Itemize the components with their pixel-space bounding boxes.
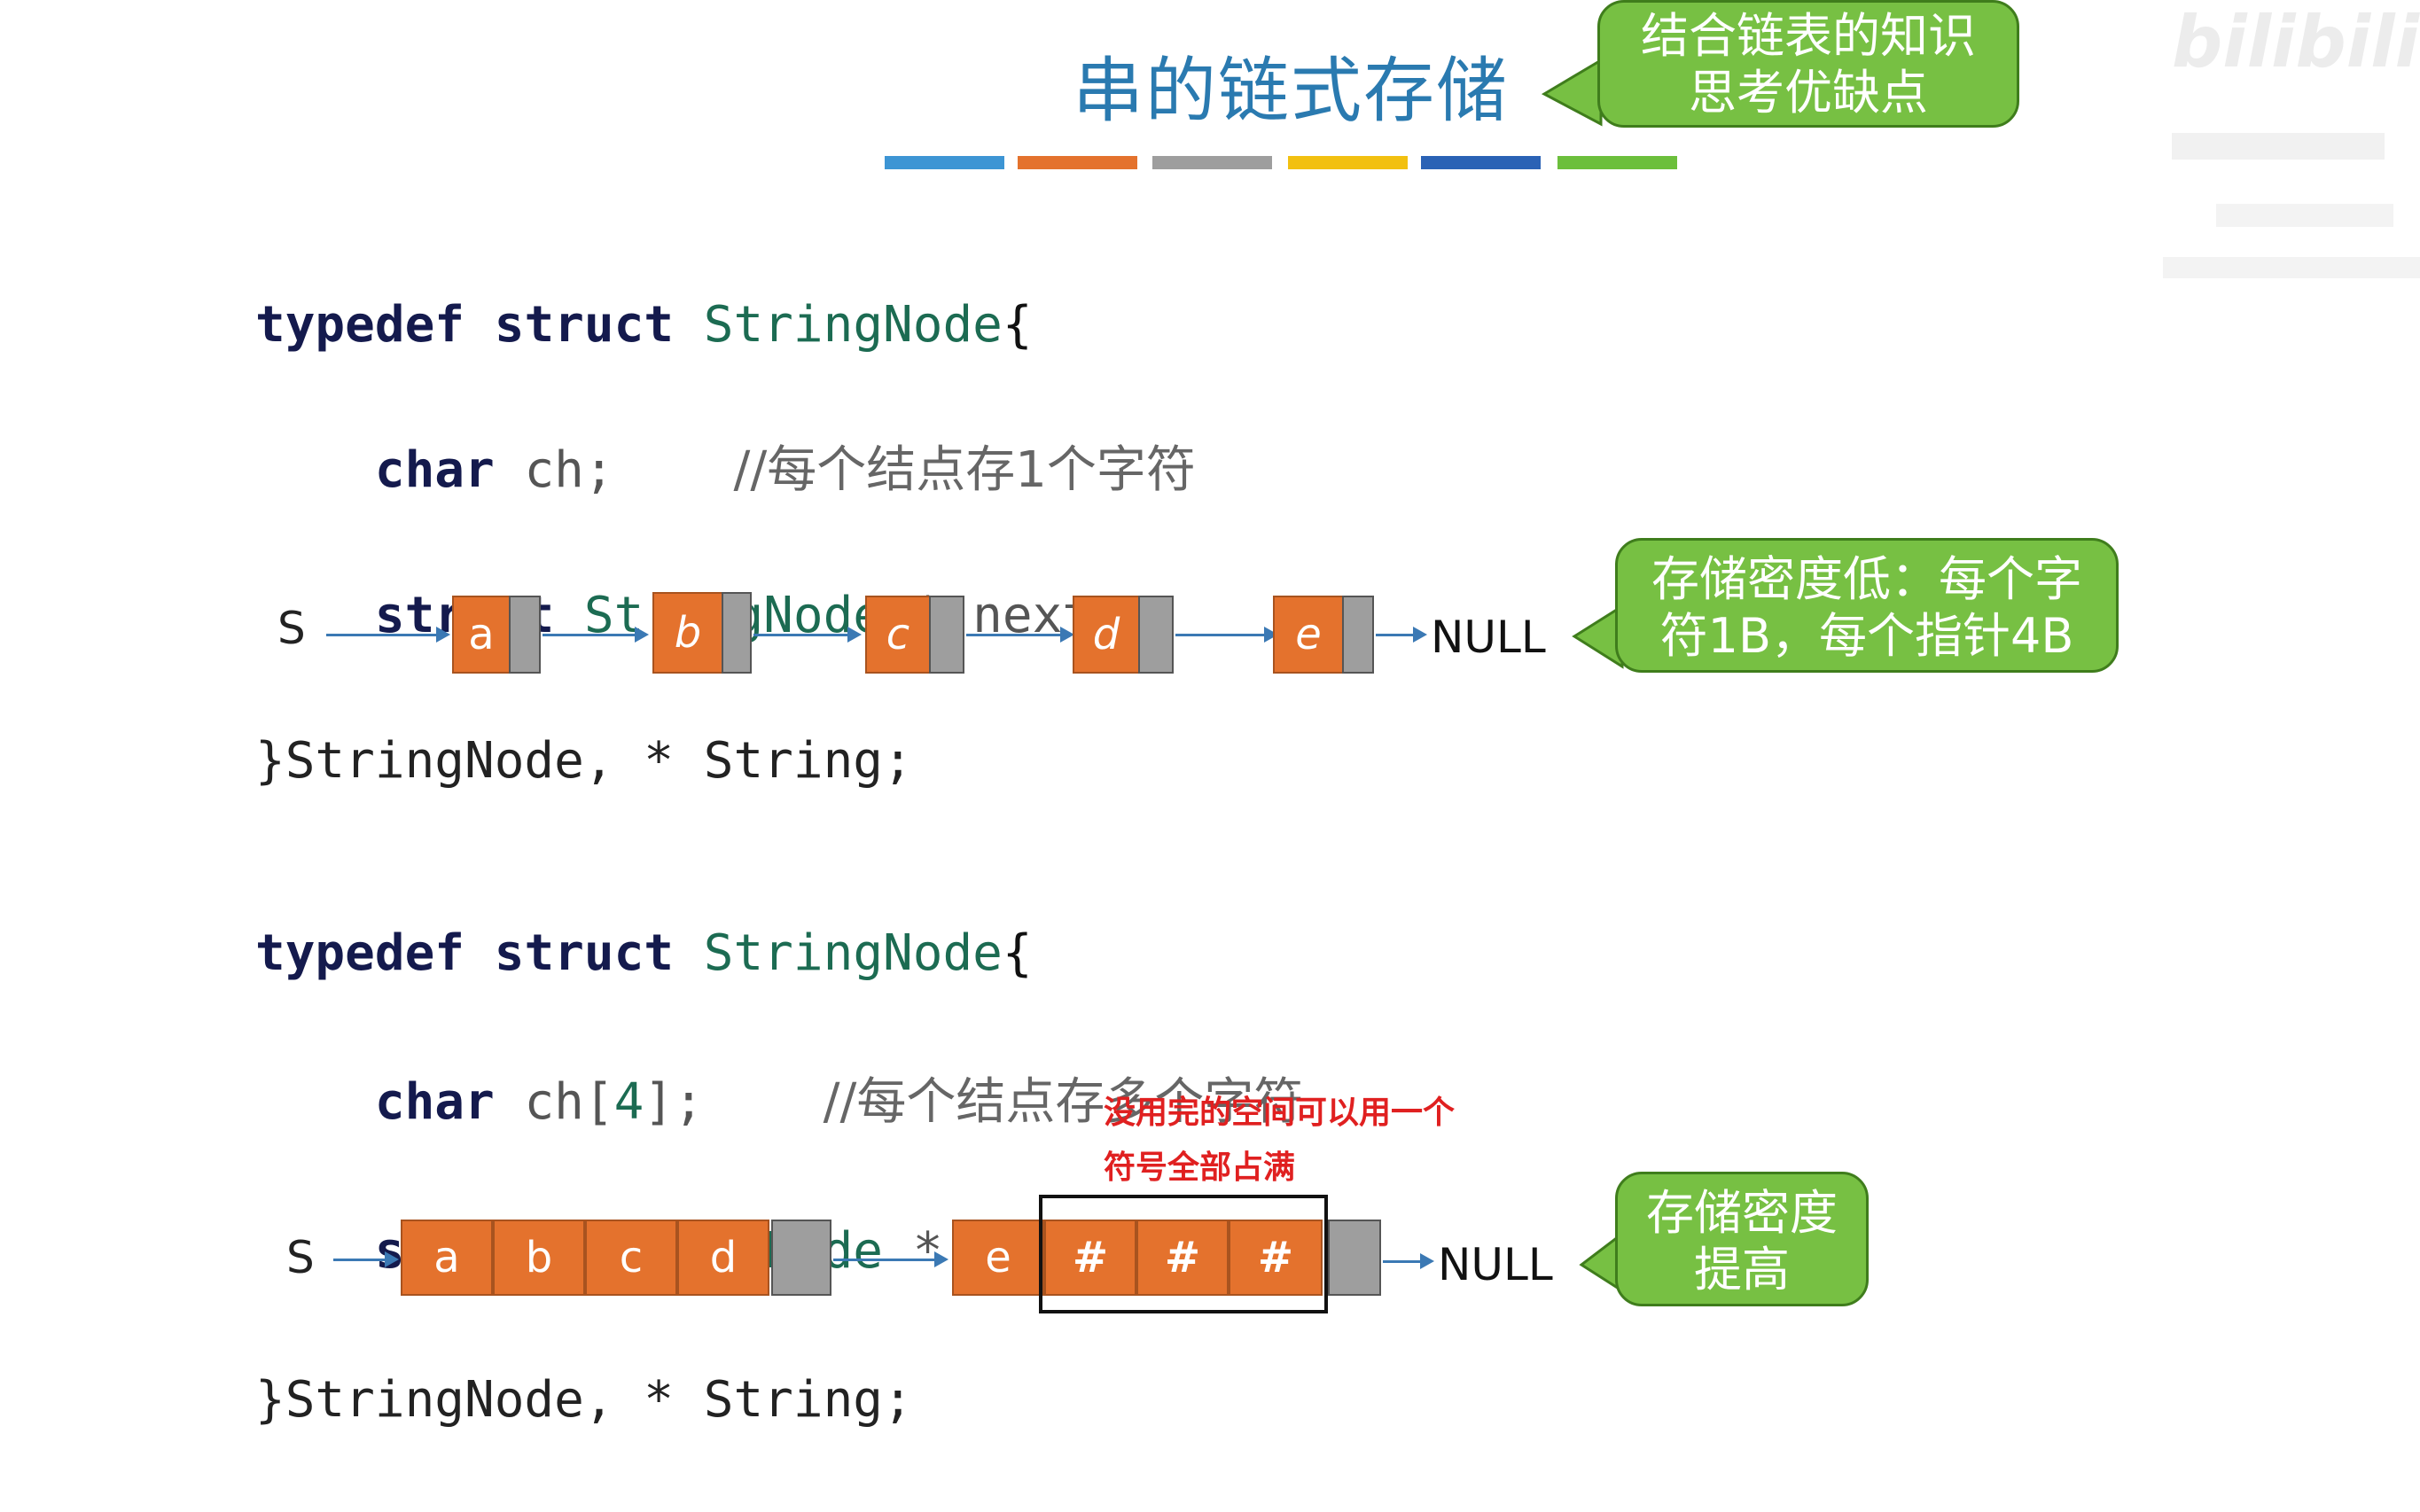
diagram2-node2-char-1: e <box>952 1220 1044 1296</box>
title-stripe-1 <box>885 156 1004 169</box>
diagram2-node2-char-2: # <box>1044 1220 1136 1296</box>
title-stripe-3 <box>1152 156 1272 169</box>
code1-line-2: char ch; //每个结点存1个字符 <box>374 441 1196 499</box>
code1-line-4: }StringNode, * String; <box>255 732 913 790</box>
padding-note: 没用完的空间可以用一个 符号全部占满 <box>1104 1095 1456 1186</box>
diagram1-node-c-char: c <box>865 596 931 674</box>
diagram1-node-e-pointer <box>1342 596 1374 674</box>
page-title: 串的链式存储 <box>1073 50 1509 132</box>
diagram1-node-e-char: e <box>1273 596 1344 674</box>
diagram1-head-label: S <box>277 603 306 654</box>
diagram2-head-label: S <box>286 1232 315 1283</box>
code1-line-1: typedef struct StringNode{ <box>255 296 1033 354</box>
diagram2-arrow-1 <box>833 1251 948 1267</box>
diagram1-arrow-2 <box>753 627 862 643</box>
diagram2-node2-char-4: # <box>1229 1220 1323 1296</box>
diagram1-node-a-char: a <box>452 596 511 674</box>
diagram1-node-d-char: d <box>1073 596 1140 674</box>
diagram2-node2-char-3: # <box>1136 1220 1229 1296</box>
diagram1-arrow-3 <box>966 627 1074 643</box>
diagram2-node1-pointer <box>771 1220 831 1296</box>
diagram2-node2-pointer <box>1328 1220 1381 1296</box>
callout-think: 结合链表的知识 思考优缺点 <box>1597 0 2019 128</box>
diagram1-arrow-5 <box>1376 627 1427 643</box>
diagram2-null-label: NULL <box>1438 1239 1553 1290</box>
title-stripe-6 <box>1557 156 1677 169</box>
diagram2-node1-char-4: d <box>677 1220 769 1296</box>
diagram1-arrow-1 <box>543 627 649 643</box>
code-block-1: typedef struct StringNode{ char ch; //每个… <box>255 216 1196 870</box>
code2-line-1: typedef struct StringNode{ <box>255 924 1033 982</box>
callout-high-density: 存储密度 提高 <box>1615 1172 1869 1306</box>
diagram2-node1-char-3: c <box>585 1220 677 1296</box>
bilibili-watermark: bilibili <box>2163 0 2420 301</box>
title-stripe-2 <box>1018 156 1137 169</box>
diagram1-arrow-4 <box>1175 627 1278 643</box>
diagram1-node-b-char: b <box>652 592 723 674</box>
callout-think-tail <box>1541 58 1603 127</box>
callout-low-density: 存储密度低：每个字 符1B，每个指针4B <box>1615 538 2119 673</box>
padding-highlight-box <box>1039 1195 1328 1313</box>
title-stripe-5 <box>1421 156 1541 169</box>
code2-line-2: char ch[4]; //每个结点存多个字符 <box>374 1073 1304 1131</box>
diagram1-node-d-pointer <box>1138 596 1174 674</box>
diagram2-arrow-0 <box>333 1251 399 1267</box>
diagram1-arrow-0 <box>326 627 450 643</box>
svg-text:bilibili: bilibili <box>2172 1 2420 83</box>
diagram1-node-c-pointer <box>929 596 964 674</box>
diagram2-node1-char-2: b <box>493 1220 585 1296</box>
diagram1-node-a-pointer <box>509 596 541 674</box>
diagram1-null-label: NULL <box>1431 612 1546 663</box>
code2-line-4: }StringNode, * String; <box>255 1371 913 1429</box>
diagram2-arrow-2 <box>1383 1253 1434 1269</box>
title-stripe-4 <box>1288 156 1408 169</box>
diagram1-node-b-pointer <box>722 592 752 674</box>
diagram2-node1-char-1: a <box>401 1220 493 1296</box>
